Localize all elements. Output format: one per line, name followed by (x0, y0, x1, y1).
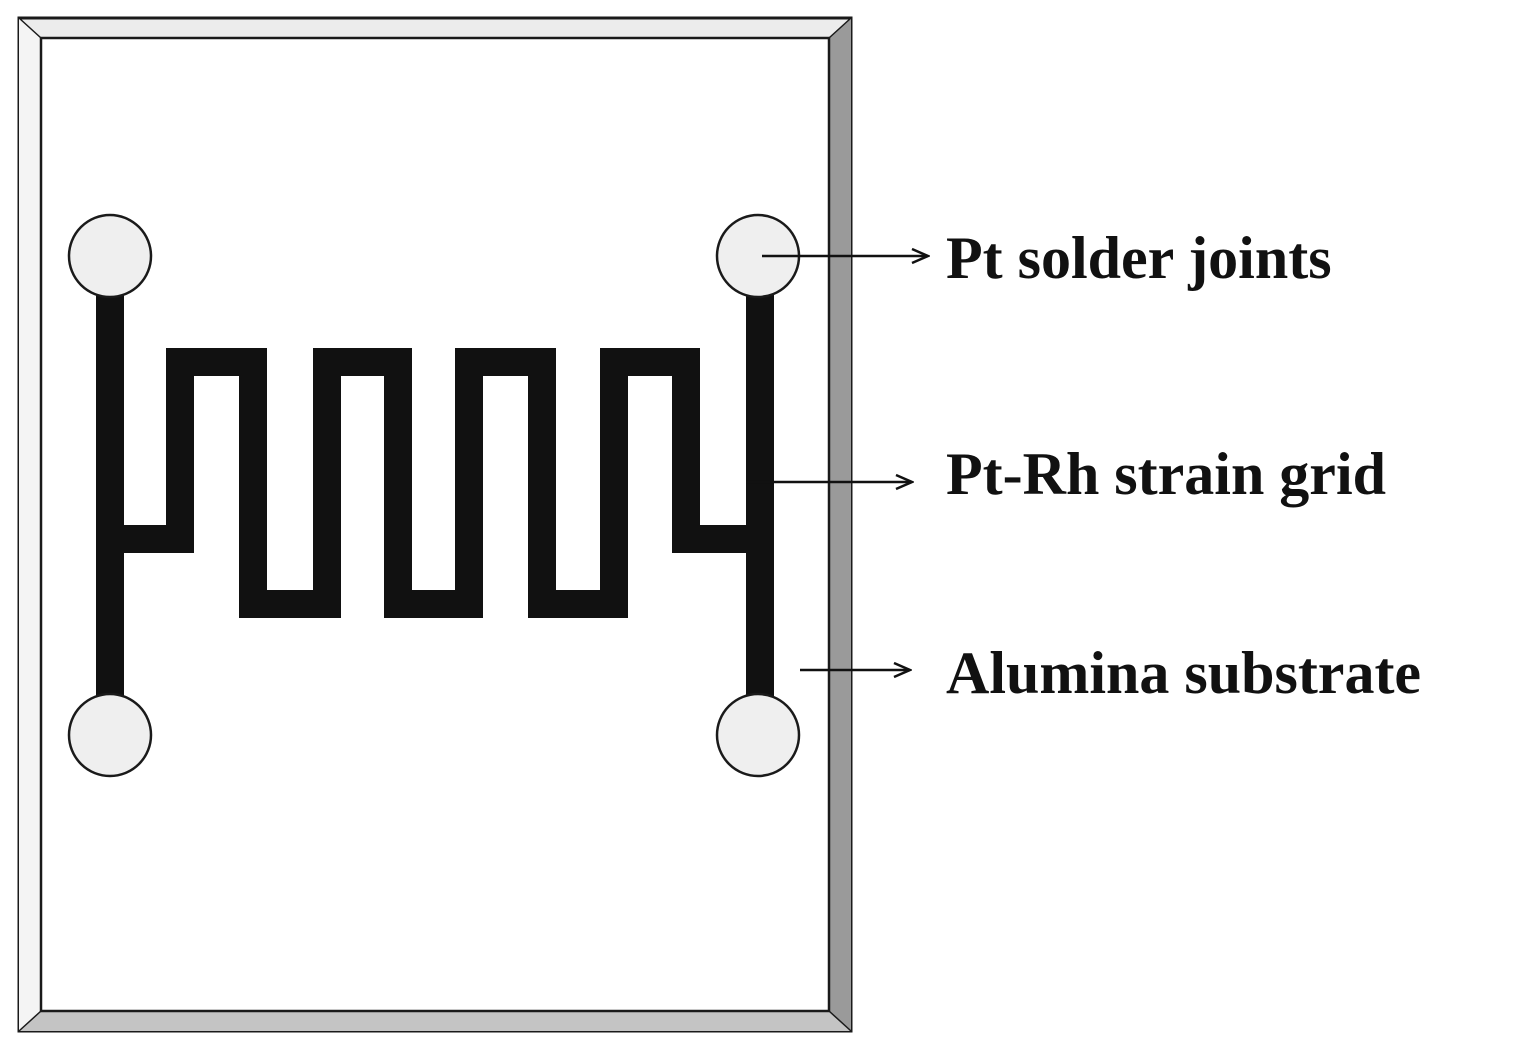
pt-rh-strain-grid (96, 270, 774, 720)
label-solder-joints: Pt solder joints (946, 225, 1332, 291)
callout-arrows (746, 256, 928, 670)
meander-grid-trace (110, 348, 760, 618)
pt-solder-joints (67, 213, 801, 778)
label-strain-grid: Pt-Rh strain grid (946, 441, 1386, 507)
callout-labels: Pt solder joints Pt-Rh strain grid Alumi… (946, 225, 1421, 706)
substrate-bevel-left (19, 18, 41, 1031)
solder-joint-top-left (67, 213, 153, 299)
substrate-inner-face (39, 36, 831, 1013)
solder-joint-bottom-right (715, 692, 801, 778)
solder-joint-bottom-left (67, 692, 153, 778)
alumina-substrate (17, 16, 853, 1033)
substrate-bevel-right (829, 18, 851, 1031)
substrate-bevel-bottom (19, 1011, 851, 1031)
label-substrate: Alumina substrate (946, 640, 1421, 706)
